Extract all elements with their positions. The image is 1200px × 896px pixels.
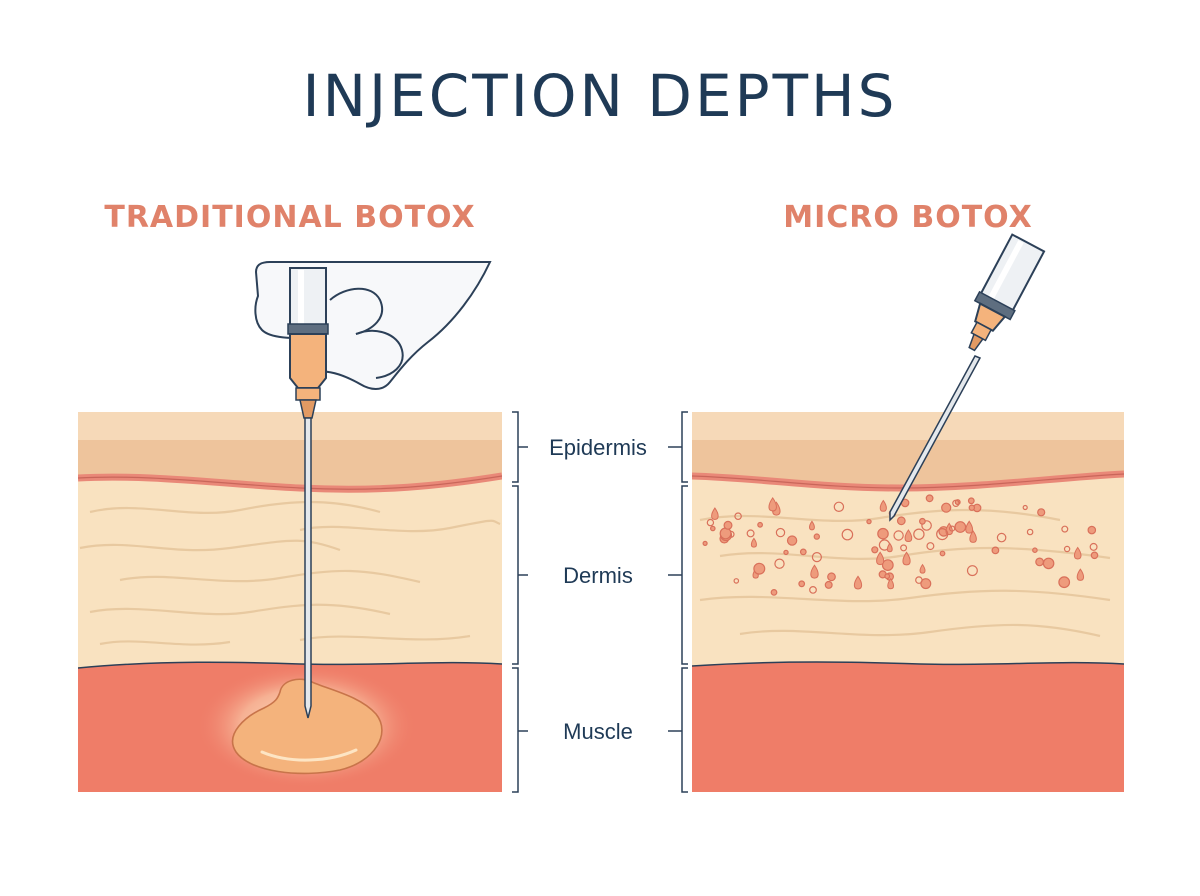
microdroplet: [969, 530, 977, 543]
microdroplet: [966, 565, 978, 577]
microdroplet: [1037, 508, 1046, 517]
needle: [304, 417, 312, 719]
microdroplet: [833, 501, 845, 512]
microdroplet: [965, 520, 974, 534]
micro-botox-title: MICRO BOTOX: [783, 200, 1033, 235]
microdroplet: [1022, 504, 1028, 511]
microdroplet: [719, 527, 732, 540]
microdroplet: [904, 529, 913, 543]
microdroplet: [809, 520, 815, 531]
microdroplet: [876, 551, 885, 566]
dermis-label: Dermis: [528, 563, 668, 589]
microdroplet: [1090, 551, 1099, 560]
microdroplet: [902, 551, 911, 566]
microdroplet: [1061, 525, 1069, 533]
microdroplet: [750, 537, 757, 548]
traditional-syringe: [254, 261, 492, 719]
microdroplet: [936, 527, 949, 541]
microdroplet: [866, 518, 872, 525]
microdroplet: [1026, 528, 1034, 536]
microdroplet: [723, 520, 733, 530]
microdroplet: [1087, 525, 1097, 535]
epidermis-label: Epidermis: [528, 435, 668, 461]
microdroplet: [809, 586, 817, 594]
microdroplet: [879, 499, 887, 512]
microdroplet: [915, 576, 923, 584]
microdroplet: [774, 558, 785, 569]
microdroplet: [768, 497, 777, 512]
microdroplet: [1063, 545, 1071, 553]
microdroplet: [948, 525, 956, 532]
microdroplet: [786, 535, 798, 546]
microdroplet: [871, 546, 879, 554]
dermis-fibers: [699, 508, 1111, 638]
microdroplet: [775, 527, 786, 538]
microdroplet: [853, 575, 863, 590]
microdroplet: [919, 563, 926, 574]
microdroplet: [896, 516, 906, 526]
microdroplet: [1058, 576, 1071, 589]
microdroplet: [746, 529, 755, 538]
page-title: INJECTION DEPTHS: [302, 62, 898, 130]
microdroplet: [733, 578, 740, 584]
micro-skin-section: [692, 412, 1124, 792]
needle: [889, 355, 982, 522]
microdroplet: [734, 512, 742, 521]
microdroplet: [709, 525, 716, 532]
microdroplet: [926, 542, 935, 551]
microdroplet: [1032, 547, 1038, 554]
traditional-botox-title: TRADITIONAL BOTOX: [104, 200, 476, 235]
microdroplet: [827, 572, 836, 582]
microdroplet: [811, 551, 823, 563]
muscle-label: Muscle: [528, 719, 668, 745]
botox-pool: [231, 678, 383, 775]
microdroplet: [824, 580, 833, 589]
microdroplet: [887, 577, 895, 590]
microdroplet: [886, 542, 893, 553]
microdroplet: [813, 533, 821, 540]
microdroplet-field: [702, 494, 1099, 596]
microdroplet: [893, 530, 904, 541]
microdroplet: [939, 550, 946, 557]
microdroplet: [941, 502, 952, 513]
microdroplet: [702, 540, 708, 547]
micro-syringe: [889, 233, 1046, 522]
microdroplet: [996, 532, 1007, 543]
microdroplet: [810, 564, 819, 579]
microdroplet: [925, 494, 934, 503]
microdroplet: [968, 504, 976, 511]
microdroplet: [1076, 568, 1085, 581]
microdroplet: [753, 562, 766, 575]
microdroplet: [954, 521, 967, 533]
microdroplet: [711, 507, 719, 520]
microdroplet: [1089, 542, 1098, 551]
traditional-skin-section: [78, 412, 502, 792]
microdroplet: [1035, 557, 1044, 567]
microdroplet: [921, 520, 932, 531]
microdroplet: [877, 527, 889, 540]
microdroplet: [706, 518, 715, 527]
microdroplet: [967, 497, 975, 505]
microdroplet: [991, 546, 1000, 555]
microdroplet: [799, 548, 807, 556]
microdroplet: [783, 549, 789, 556]
microdroplet: [900, 544, 908, 552]
microdroplet: [952, 499, 960, 507]
microdroplet: [1042, 557, 1055, 570]
microdroplet: [1073, 546, 1082, 560]
microdroplet: [798, 580, 806, 588]
microdroplet: [884, 573, 891, 580]
microdroplet: [770, 589, 778, 596]
microdroplet: [919, 517, 926, 525]
microdroplet: [881, 559, 894, 571]
microdroplet: [920, 578, 932, 590]
layer-brackets: [512, 411, 688, 793]
microdroplet: [841, 528, 854, 541]
microdroplet: [757, 521, 763, 528]
microdroplet: [913, 528, 925, 540]
muscle-layer: [692, 662, 1124, 792]
